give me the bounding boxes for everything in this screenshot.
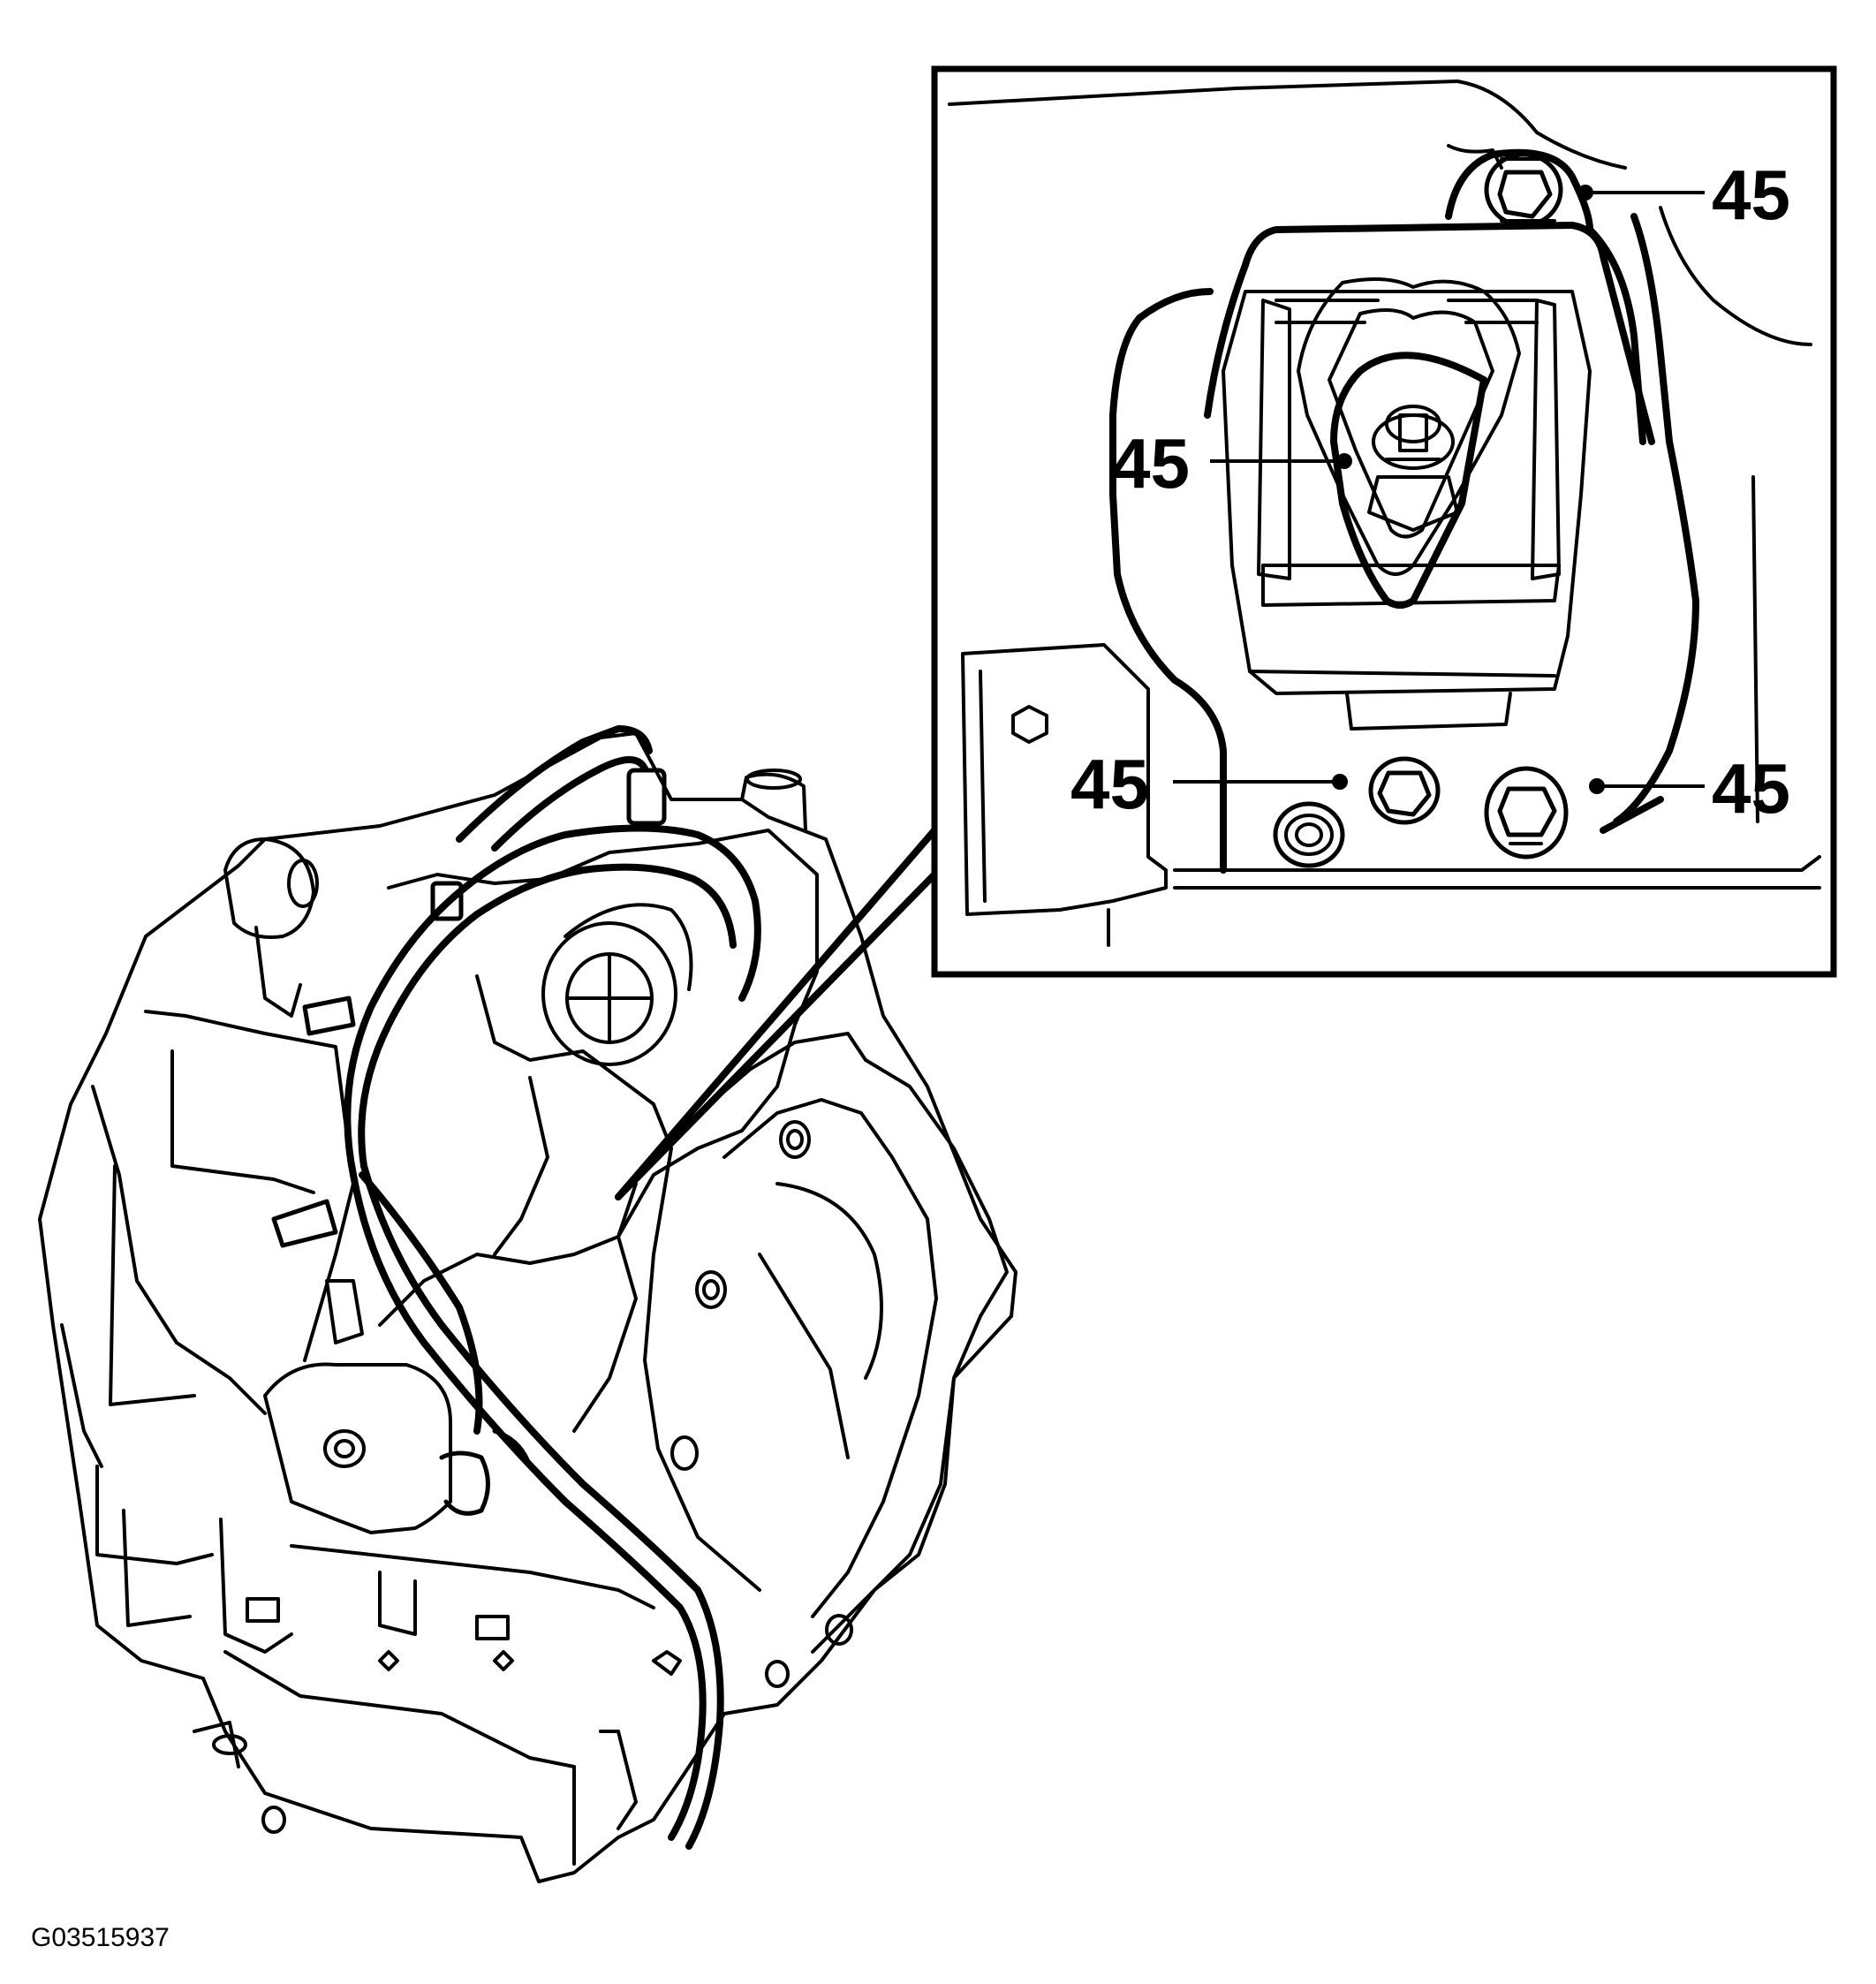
torque-callout-center-left: 45: [1111, 424, 1352, 503]
transaxle-assembly: [38, 731, 1017, 1883]
torque-callout-lower-left: 45: [1070, 745, 1348, 823]
torque-label: 45: [1111, 424, 1190, 503]
torque-label: 45: [1712, 155, 1790, 234]
torque-label: 45: [1712, 749, 1790, 828]
torque-callout-lower-right: 45: [1589, 749, 1790, 828]
figure-id: G03515937: [31, 1923, 170, 1952]
detail-pointer: [615, 827, 938, 1200]
torque-callout-top-right: 45: [1577, 155, 1790, 234]
torque-label: 45: [1070, 745, 1149, 823]
detail-inset: [931, 65, 1837, 978]
wiring-harness: [271, 725, 761, 1850]
